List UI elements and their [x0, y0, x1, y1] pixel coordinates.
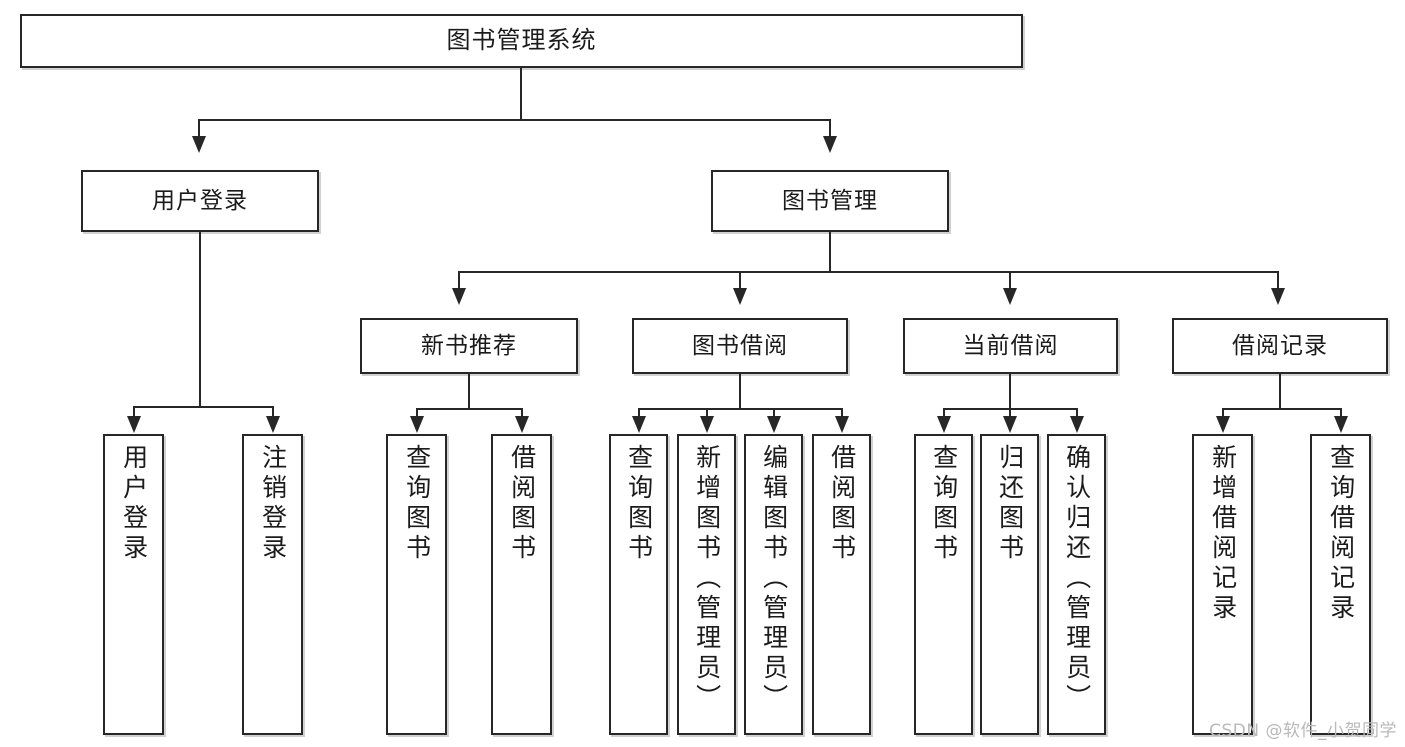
connector-book-borrow-bus: [638, 408, 843, 410]
connector-user-login-stem: [199, 232, 201, 406]
arrow-to-borrow-record: [1271, 288, 1285, 305]
node-label: 注销登录: [258, 444, 288, 564]
node-current-borrow[interactable]: 当前借阅: [903, 318, 1118, 374]
connector-root-stem: [520, 68, 522, 119]
node-label: 图书管理: [782, 187, 878, 214]
arrow-to-add-book: [700, 416, 714, 433]
node-label: 查询图书: [929, 444, 959, 564]
connector-level2-drop-1: [458, 271, 460, 289]
arrow-to-query-book-2: [632, 416, 646, 433]
leaf-add-book-admin[interactable]: 新增图书（管理员）: [677, 434, 736, 735]
connector-new-book-bus: [416, 408, 522, 410]
node-root-system[interactable]: 图书管理系统: [20, 14, 1023, 68]
node-new-book-recommend[interactable]: 新书推荐: [360, 318, 578, 374]
leaf-borrow-book-recommend[interactable]: 借阅图书: [491, 434, 552, 735]
node-label: 查询图书: [624, 444, 654, 564]
arrow-to-user-login: [192, 136, 206, 153]
node-label: 借阅图书: [827, 444, 857, 564]
connector-new-book-drop-1: [416, 408, 418, 418]
node-book-management[interactable]: 图书管理: [711, 170, 949, 232]
connector-borrow-record-drop-2: [1340, 408, 1342, 418]
arrow-to-edit-book: [767, 416, 781, 433]
connector-level2-drop-2: [739, 271, 741, 289]
arrow-to-new-book: [452, 288, 466, 305]
connector-level1-drop-2: [829, 119, 831, 138]
node-label: 当前借阅: [962, 332, 1059, 359]
leaf-query-book-recommend[interactable]: 查询图书: [386, 434, 447, 735]
arrow-to-book-borrow: [733, 288, 747, 305]
leaf-confirm-return-admin[interactable]: 确认归还（管理员）: [1047, 434, 1106, 735]
node-label: 查询图书: [402, 444, 432, 564]
connector-level1-drop-1: [198, 119, 200, 138]
connector-new-book-drop-2: [521, 408, 523, 418]
connector-new-book-stem: [468, 374, 470, 408]
node-borrow-record[interactable]: 借阅记录: [1172, 318, 1388, 374]
connector-borrow-record-stem: [1279, 374, 1281, 408]
leaf-logout[interactable]: 注销登录: [242, 434, 303, 735]
node-label: 用户登录: [152, 187, 248, 214]
arrow-to-query-book-3: [937, 416, 951, 433]
connector-borrow-record-drop-1: [1222, 408, 1224, 418]
leaf-edit-book-admin[interactable]: 编辑图书（管理员）: [744, 434, 803, 735]
connector-user-login-drop-1: [133, 406, 135, 418]
node-label: 新增借阅记录: [1208, 444, 1238, 624]
connector-current-borrow-drop-2: [1009, 408, 1011, 418]
arrow-to-add-record: [1216, 416, 1230, 433]
connector-book-borrow-drop-2: [706, 408, 708, 418]
connector-current-borrow-drop-1: [943, 408, 945, 418]
node-label: 借阅图书: [507, 444, 537, 564]
arrow-to-current-borrow: [1003, 288, 1017, 305]
node-label: 图书借阅: [692, 332, 788, 359]
node-label: 新书推荐: [421, 332, 517, 359]
arrow-to-confirm-return: [1070, 416, 1084, 433]
leaf-query-book-borrow[interactable]: 查询图书: [609, 434, 668, 735]
node-book-borrow[interactable]: 图书借阅: [632, 318, 848, 374]
arrow-to-query-book-1: [410, 416, 424, 433]
node-label: 查询借阅记录: [1326, 444, 1356, 624]
node-label: 用户登录: [119, 444, 149, 564]
connector-level2-drop-3: [1009, 271, 1011, 289]
node-label: 编辑图书（管理员）: [759, 444, 789, 714]
arrow-to-book-manage: [823, 136, 837, 153]
leaf-user-login[interactable]: 用户登录: [103, 434, 164, 735]
node-label: 图书管理系统: [446, 26, 597, 55]
connector-book-manage-stem: [829, 232, 831, 271]
connector-level2-drop-4: [1277, 271, 1279, 289]
connector-level1-bus: [198, 119, 831, 121]
connector-level2-bus: [458, 271, 1279, 273]
connector-current-borrow-stem: [1009, 374, 1011, 408]
connector-user-login-bus: [133, 406, 273, 408]
leaf-add-borrow-record[interactable]: 新增借阅记录: [1192, 434, 1253, 735]
connector-book-borrow-stem: [739, 374, 741, 408]
leaf-borrow-book[interactable]: 借阅图书: [812, 434, 871, 735]
node-label: 确认归还（管理员）: [1062, 444, 1092, 714]
arrow-to-query-record: [1334, 416, 1348, 433]
connector-book-borrow-drop-1: [638, 408, 640, 418]
leaf-query-borrow-record[interactable]: 查询借阅记录: [1310, 434, 1371, 735]
arrow-to-logout-leaf: [266, 416, 280, 433]
node-label: 新增图书（管理员）: [692, 444, 722, 714]
node-label: 归还图书: [995, 444, 1025, 564]
node-user-login[interactable]: 用户登录: [81, 170, 319, 232]
arrow-to-borrow-book-1: [515, 416, 529, 433]
connector-book-borrow-drop-3: [773, 408, 775, 418]
arrow-to-return-book: [1003, 416, 1017, 433]
connector-user-login-drop-2: [272, 406, 274, 418]
leaf-query-book-current[interactable]: 查询图书: [914, 434, 973, 735]
arrow-to-user-login-leaf: [127, 416, 141, 433]
connector-book-borrow-drop-4: [841, 408, 843, 418]
connector-borrow-record-bus: [1222, 408, 1341, 410]
node-label: 借阅记录: [1232, 332, 1328, 359]
arrow-to-borrow-book-2: [835, 416, 849, 433]
leaf-return-book[interactable]: 归还图书: [980, 434, 1039, 735]
connector-current-borrow-drop-3: [1076, 408, 1078, 418]
